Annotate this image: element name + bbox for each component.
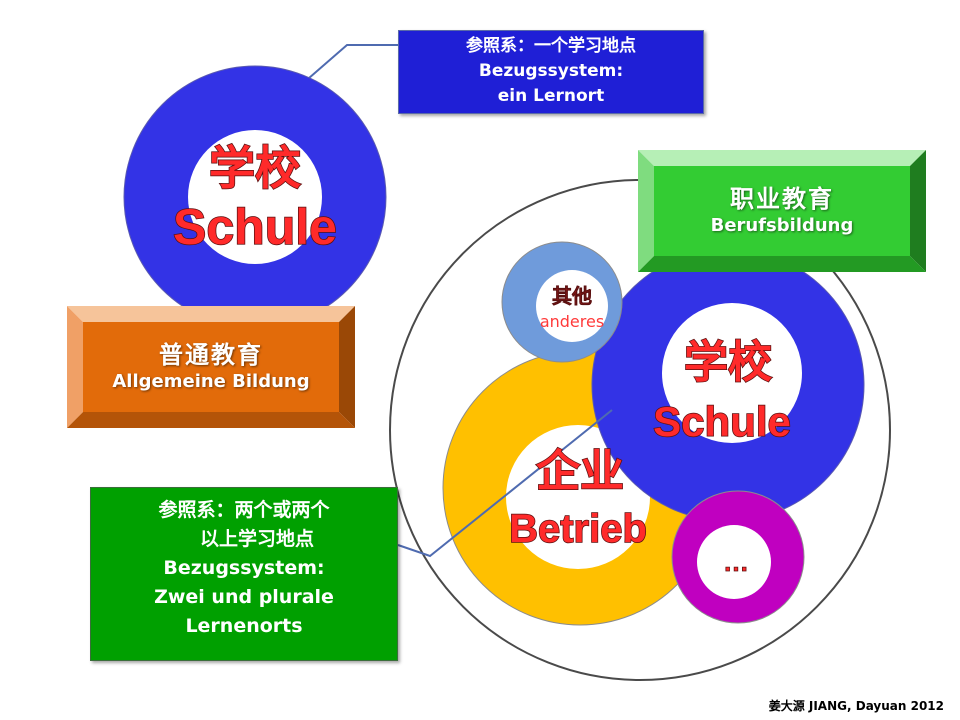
vocational-education-face: 职业教育 Berufsbildung [654,166,910,256]
top-school-hole [188,130,322,264]
single-location-callout-line1: 参照系：一个学习地点 [466,36,636,56]
vocational-education-cn: 职业教育 [730,185,834,213]
company-de-label: Betrieb [509,507,647,551]
right-school-hole [662,303,802,443]
general-education-face: 普通教育 Allgemeine Bildung [83,322,339,412]
plural-location-callout-line4: Zwei und plurale [154,586,334,608]
more-hole [697,525,771,599]
single-location-callout: 参照系：一个学习地点 Bezugssystem: ein Lernort [398,30,704,114]
plural-location-callout-line3: Bezugssystem: [163,557,325,579]
plural-location-callout: 参照系：两个或两个 以上学习地点 Bezugssystem: Zwei und … [90,487,398,661]
other-cn-label: 其他 [552,284,592,308]
single-location-callout-line2: Bezugssystem: [478,61,624,81]
vocational-education-bevel [638,150,926,272]
right-school-de-label: Schule [653,398,791,445]
general-education-cn: 普通教育 [159,341,263,369]
single-location-callout-line3: ein Lernort [497,86,605,106]
vocational-education-de: Berufsbildung [710,215,854,236]
author-credit: 姜大源 JIANG, Dayuan 2012 [768,699,944,713]
top-school-de-label: Schule [173,199,337,255]
more-label: … [723,547,749,577]
plural-location-callout-line1: 参照系：两个或两个 [158,499,330,521]
plural-location-callout-line5: Lernenorts [185,615,303,637]
right-school-cn-label: 学校 [684,337,772,388]
other-de-label: anderes [540,312,604,331]
plural-location-callout-line2: 以上学习地点 [199,528,314,550]
general-education-box: 普通教育 Allgemeine Bildung [67,306,355,428]
top-school-cn-label: 学校 [209,141,301,195]
company-hole [506,425,650,569]
company-cn-label: 企业 [536,446,624,497]
general-education-de: Allgemeine Bildung [112,371,310,392]
other-hole [536,270,608,342]
vocational-education-box: 职业教育 Berufsbildung [638,150,926,272]
bottom-connector-line [397,409,613,558]
general-education-bevel [67,306,355,428]
